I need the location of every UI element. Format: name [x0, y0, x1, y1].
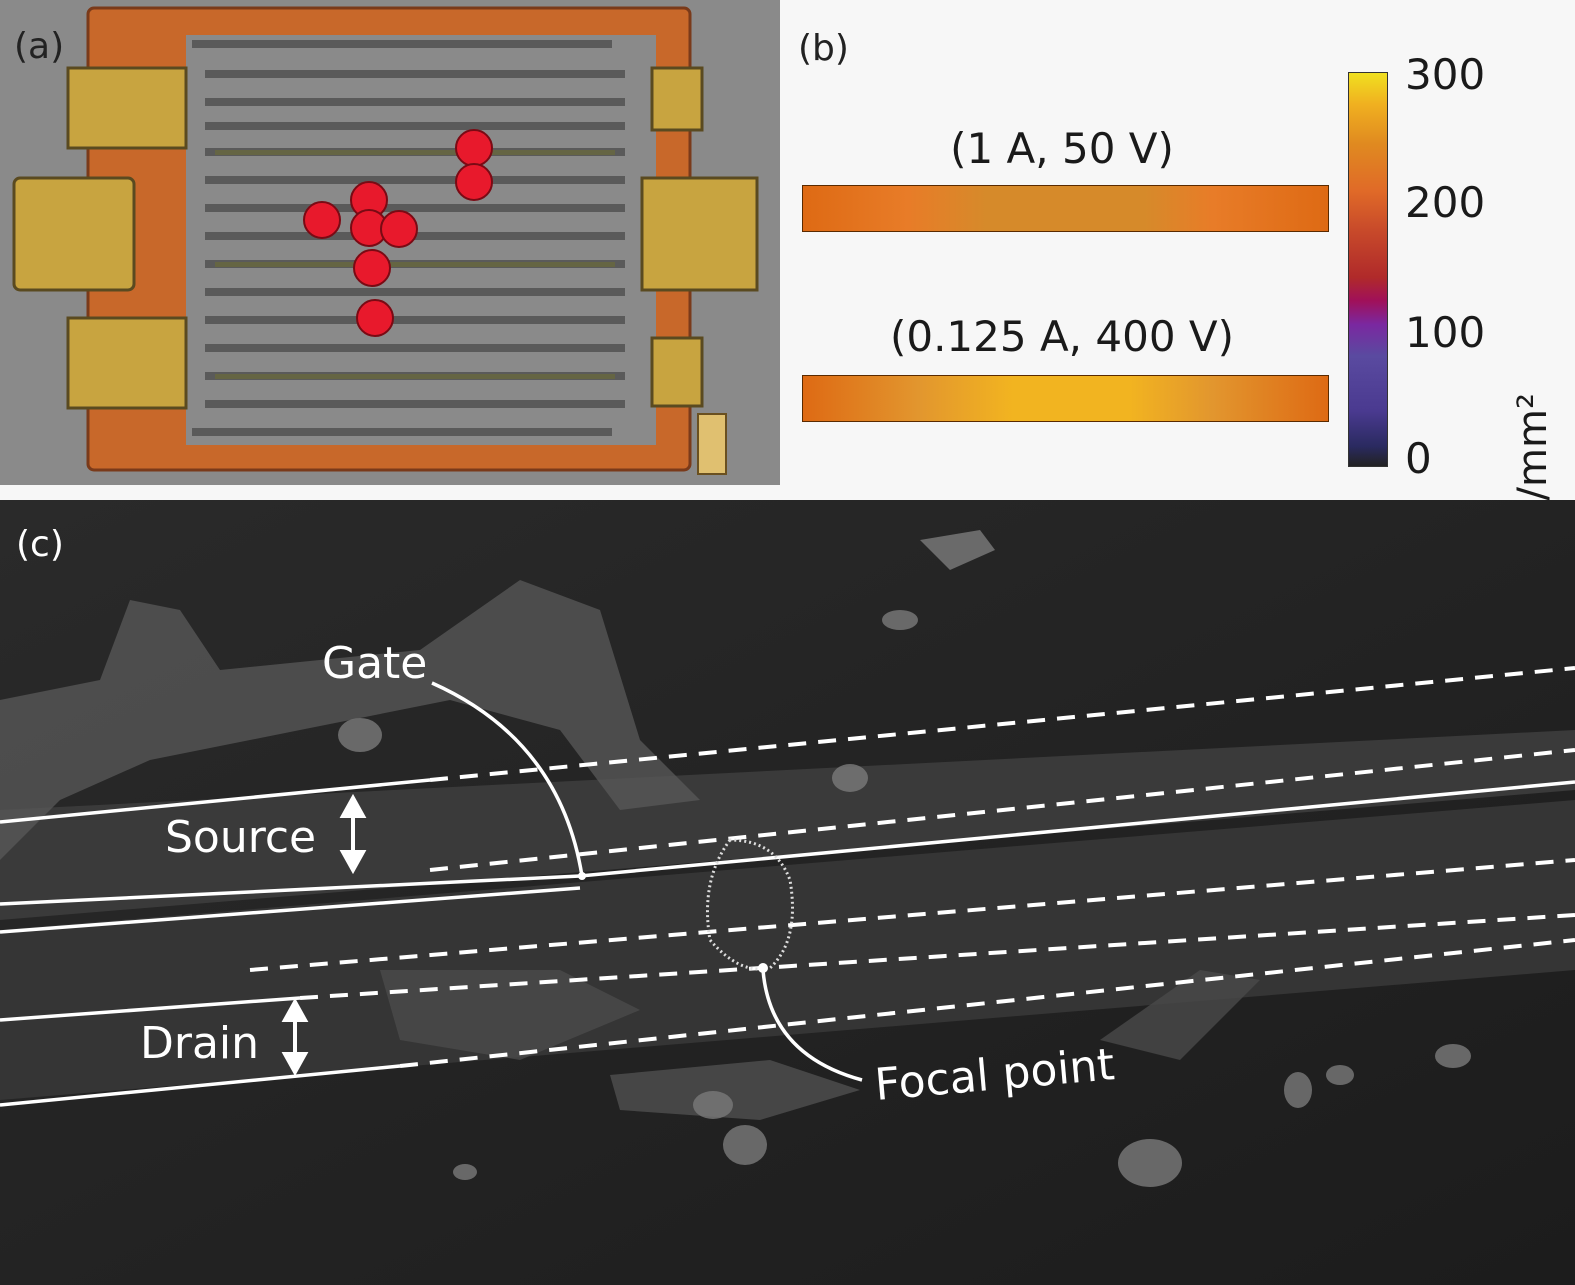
colorbar-tick-0: 0 — [1405, 434, 1432, 483]
failure-markers — [303, 129, 493, 337]
heatmap-1a-50v — [802, 185, 1329, 232]
heatmap-title-1: (1 A, 50 V) — [950, 124, 1174, 173]
panel-a-micrograph: (a) — [0, 0, 780, 485]
sem-texture — [0, 500, 1575, 1285]
panel-a-label: (a) — [14, 26, 65, 67]
colorbar-tick-300: 300 — [1405, 50, 1486, 99]
panel-b-heatmaps: (b) (1 A, 50 V) (0.125 A, 400 V) 300 200… — [780, 0, 1575, 540]
panel-c-sem-image: (c) Gate Source Drain Focal point — [0, 500, 1575, 1285]
panel-c-label: (c) — [16, 524, 64, 565]
colorbar-tick-200: 200 — [1405, 178, 1486, 227]
source-label: Source — [165, 812, 317, 863]
panel-b-label: (b) — [798, 28, 849, 69]
colorbar — [1348, 72, 1388, 467]
colorbar-tick-100: 100 — [1405, 308, 1486, 357]
gate-label: Gate — [322, 638, 428, 689]
die-layout-graphic — [12, 6, 759, 475]
heatmap-0125a-400v — [802, 375, 1329, 422]
heatmap-title-2: (0.125 A, 400 V) — [889, 312, 1235, 361]
drain-label: Drain — [140, 1018, 260, 1069]
